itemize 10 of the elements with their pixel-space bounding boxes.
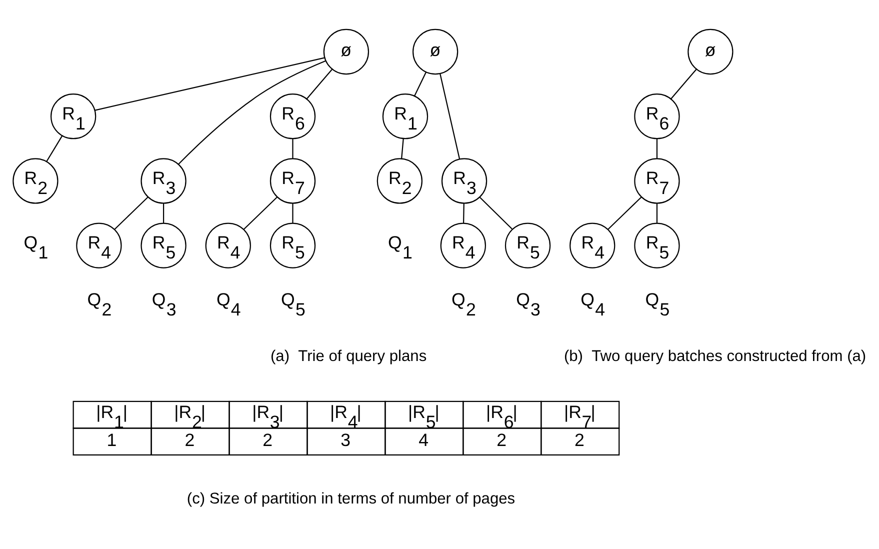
label: 1 — [106, 430, 117, 450]
label: (b) Two query batches constructed from (a) — [564, 348, 866, 366]
label: 2 — [184, 430, 195, 450]
label: 4 — [418, 430, 429, 450]
label: 2 — [574, 430, 584, 450]
label: 3 — [340, 430, 351, 450]
label: 2 — [262, 430, 273, 450]
label: (a) Trie of query plans — [270, 348, 427, 366]
label: 2 — [496, 430, 507, 450]
label: (c) Size of partition in terms of number of pages — [186, 490, 516, 508]
